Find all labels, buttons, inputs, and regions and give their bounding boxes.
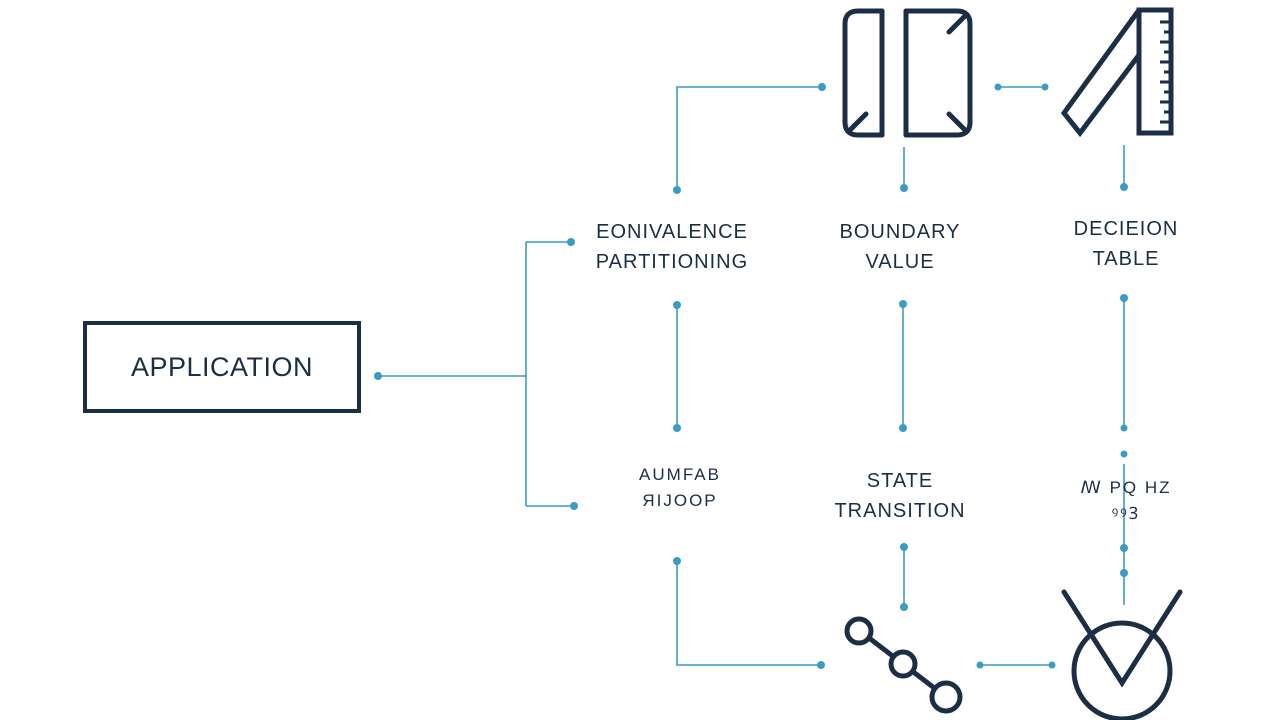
ruler-triangle-icon <box>1060 7 1174 138</box>
connected-nodes-icon <box>844 616 963 714</box>
decision-line1: DECIEION <box>1073 218 1179 240</box>
check-circle-icon <box>1061 589 1183 720</box>
application-box: APPLICATION <box>83 321 361 413</box>
state-line2: TRANSITION <box>834 500 966 522</box>
application-label: APPLICATION <box>130 351 314 382</box>
state-transition-label: STATE TRANSITION <box>810 466 990 526</box>
garbled-right-label: ꟿ PQ HZ ꝰꝰꝫ <box>1056 475 1196 527</box>
connector-lines <box>378 86 1125 666</box>
equivalence-line1: EONIVALENCE <box>596 221 748 243</box>
partition-bracket-icon <box>842 8 973 138</box>
equivalence-partitioning-label: EONIVALENCE PARTITIONING <box>572 217 772 277</box>
boundary-line2: VALUE <box>865 251 935 273</box>
garbled-left-label: AUMFAB ЯIJOOP <box>600 462 760 514</box>
garbled-left-line2: ЯIJOOP <box>642 491 718 510</box>
garbled-right-line1: ꟿ PQ HZ <box>1080 478 1172 497</box>
garbled-right-line2: ꝰꝰꝫ <box>1111 504 1141 523</box>
boundary-value-label: BOUNDARY VALUE <box>810 217 990 277</box>
connector-garbled-bottom <box>676 561 821 666</box>
connector-dots <box>374 83 1128 669</box>
state-line1: STATE <box>866 470 934 492</box>
equivalence-line2: PARTITIONING <box>595 251 749 273</box>
boundary-line1: BOUNDARY <box>839 221 961 243</box>
connector-equivalence-top <box>676 86 822 190</box>
decision-table-label: DECIEION TABLE <box>1046 214 1206 274</box>
decision-line2: TABLE <box>1092 248 1160 270</box>
garbled-left-line1: AUMFAB <box>639 465 721 484</box>
